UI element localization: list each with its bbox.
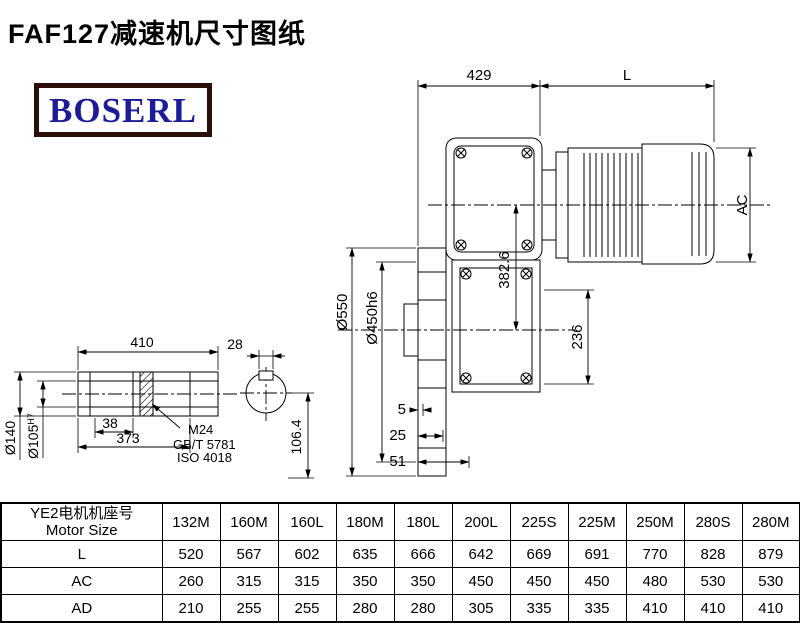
thread-spec-m24: M24 [188,422,213,437]
table-cell: 691 [567,540,627,568]
table-cell: 280 [393,594,453,623]
motor-outline [541,143,715,265]
table-cell: 350 [393,567,453,595]
col-header: 225M [567,502,627,541]
col-header: 180L [393,502,453,541]
table-cell: 642 [451,540,511,568]
table-row-ad: AD 210 255 255 280 280 305 335 335 410 4… [0,594,800,623]
dim-410-label: 410 [130,334,154,350]
table-cell: 350 [335,567,395,595]
standard-iso-4018: ISO 4018 [177,450,232,465]
table-cell: 480 [625,567,685,595]
dim-ac-label: AC [734,194,751,215]
table-cell: 669 [509,540,569,568]
dim-429-label: 429 [466,67,491,84]
table-cell: 602 [277,540,337,568]
col-header: 180M [335,502,395,541]
dim-236-label: 236 [569,324,586,349]
dim-d140-label: Ø140 [2,421,18,455]
col-header: 280S [683,502,743,541]
gearbox-housing [445,137,543,393]
motor-size-header: YE2电机机座号 Motor Size [0,502,163,541]
boserl-logo: BOSERL [34,83,212,137]
col-header: 225S [509,502,569,541]
col-header: 160L [277,502,337,541]
table-cell: 567 [219,540,279,568]
table-cell: 879 [741,540,800,568]
dim-106-4-label: 106.4 [288,419,304,454]
table-cell: 530 [741,567,800,595]
row-label-ad: AD [0,594,163,623]
table-cell: 315 [277,567,337,595]
table-cell: 450 [509,567,569,595]
dim-d550-label: Ø550 [334,294,351,331]
table-cell: 260 [161,567,221,595]
dim-25-label: 25 [389,427,406,444]
table-cell: 255 [219,594,279,623]
page-title: FAF127减速机尺寸图纸 [8,19,307,49]
table-cell: 305 [451,594,511,623]
dim-d450h6-label: Ø450h6 [364,291,381,344]
table-row-ac: AC 260 315 315 350 350 450 450 450 480 5… [0,567,800,595]
dim-38-label: 38 [102,415,118,431]
dim-373-label: 373 [116,430,140,446]
dim-d105h7-label: Ø105H7 [25,413,41,459]
dim-28-label: 28 [227,336,243,352]
dim-382-6-label: 382.6 [496,251,513,289]
table-cell: 210 [161,594,221,623]
dim-l-label: L [623,67,631,84]
row-label-ac: AC [0,567,163,595]
col-header: 200L [451,502,511,541]
col-header: 132M [161,502,221,541]
table-cell: 280 [335,594,395,623]
dimension-lines [17,83,753,479]
table-cell: 828 [683,540,743,568]
dim-51-label: 51 [389,453,406,470]
technical-drawing: 429 L AC Ø550 Ø450h6 382.6 236 5 25 51 4… [2,67,770,479]
table-cell: 666 [393,540,453,568]
col-header: 280M [741,502,800,541]
extension-lines [14,80,756,479]
table-cell: 520 [161,540,221,568]
table-cell: 410 [741,594,800,623]
table-cell: 530 [683,567,743,595]
col-header: 250M [625,502,685,541]
output-flange [403,247,447,477]
dim-5-label: 5 [398,401,406,418]
table-row-l: L 520 567 602 635 666 642 669 691 770 82… [0,540,800,568]
table-cell: 335 [509,594,569,623]
shaft-cross-section [245,370,287,414]
table-cell: 315 [219,567,279,595]
table-cell: 450 [451,567,511,595]
table-cell: 410 [625,594,685,623]
table-cell: 255 [277,594,337,623]
table-cell: 450 [567,567,627,595]
table-cell: 635 [335,540,395,568]
col-header: 160M [219,502,279,541]
table-cell: 770 [625,540,685,568]
standard-gbt-5781: GB/T 5781 [173,437,236,452]
motor-dimension-table: YE2电机机座号 Motor Size 132M 160M 160L 180M … [0,502,800,623]
row-label-l: L [0,540,163,568]
table-cell: 410 [683,594,743,623]
centerlines [62,204,770,421]
table-cell: 335 [567,594,627,623]
motor-size-header-cn: YE2电机机座号 [30,505,134,522]
boserl-logo-text: BOSERL [49,90,197,130]
motor-size-header-en: Motor Size [45,522,118,539]
